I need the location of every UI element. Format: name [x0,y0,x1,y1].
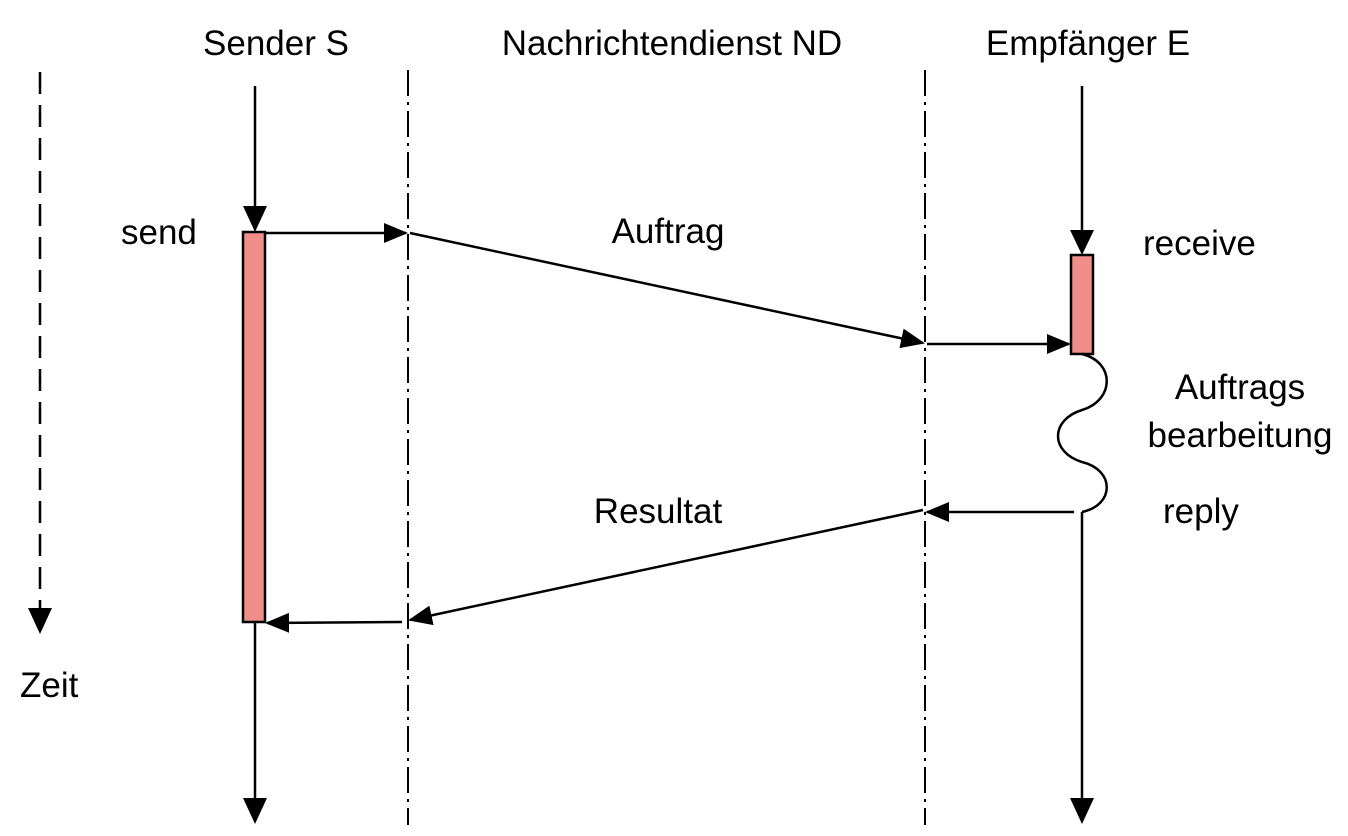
service-column-title: Nachrichtendienst ND [502,24,842,63]
send-label: send [121,213,197,252]
order-label: Auftrag [612,212,725,251]
time-label: Zeit [20,666,79,705]
time-axis-arrowhead [28,608,52,634]
receiver-column-title: Empfänger E [986,24,1190,63]
sender-activation-bar [241,230,267,624]
sender-column-title: Sender S [203,24,349,63]
receive-label: receive [1143,224,1256,263]
receiver-lifeline-arrowhead-top [1070,230,1094,255]
processing-wave [1056,352,1108,514]
sender-lifeline-arrowhead-top [243,206,267,232]
processing-label-line1: Auftrags [1175,368,1305,407]
reply-label: reply [1163,492,1239,531]
result-label: Resultat [594,492,723,531]
result-transfer-arrow [408,508,924,626]
processing-label-line2: bearbeitung [1148,416,1333,455]
order-transfer-arrow [409,231,925,349]
return-arrow [265,612,403,633]
receiver-lifeline-arrowhead-bottom [1070,798,1094,824]
sender-lifeline-arrowhead-bottom [243,798,267,824]
receiver-activation-bar [1069,253,1095,356]
